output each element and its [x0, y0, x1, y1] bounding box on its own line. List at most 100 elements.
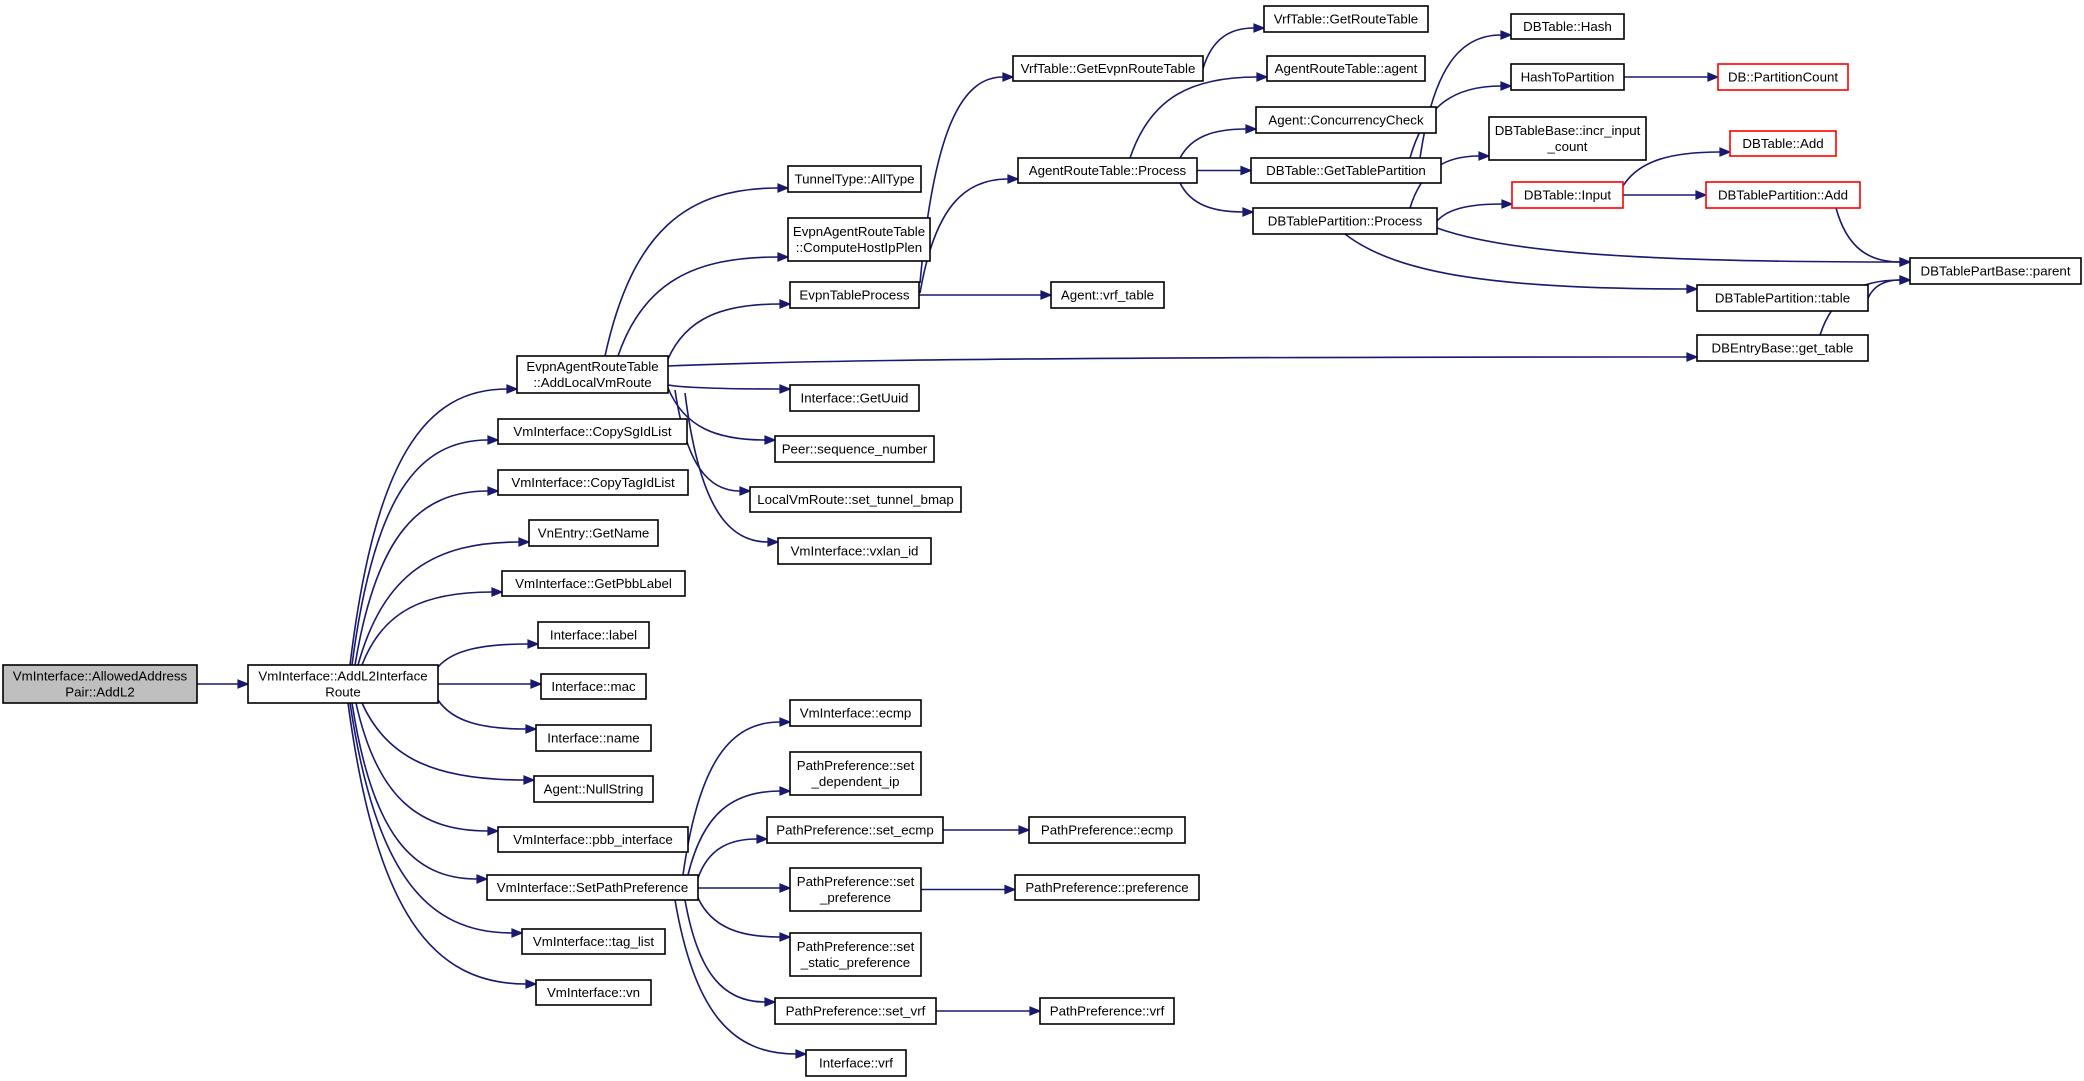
node-seqnum[interactable]: Peer::sequence_number: [774, 435, 935, 463]
node-label: Interface::mac: [551, 679, 636, 694]
node-getevpn[interactable]: VrfTable::GetEvpnRouteTable: [1012, 55, 1204, 82]
node-incr[interactable]: DBTableBase::incr_input_count: [1488, 116, 1647, 161]
node-setpref[interactable]: PathPreference::set_preference: [789, 867, 922, 912]
node-h2p[interactable]: HashToPartition: [1510, 63, 1625, 91]
node-vmvn[interactable]: VmInterface::vn: [535, 979, 652, 1006]
edge-dbtpproc-to-input: [1436, 203, 1503, 222]
node-artagent[interactable]: AgentRouteTable::agent: [1266, 55, 1426, 82]
node-label: PathPreference::ecmp: [1041, 823, 1173, 838]
edge-dbtpadd-to-parent: [1835, 207, 1901, 263]
node-box: [1017, 157, 1198, 184]
node-getroute[interactable]: VrfTable::GetRouteTable: [1263, 5, 1429, 33]
edge-evpnadd-to-computehost: [617, 256, 779, 357]
node-box: [1717, 63, 1849, 91]
node-copytag[interactable]: VmInterface::CopyTagIdList: [497, 469, 689, 496]
node-alltype[interactable]: TunnelType::AllType: [787, 165, 922, 193]
node-box: [535, 979, 652, 1006]
node-ifmac[interactable]: Interface::mac: [540, 673, 647, 700]
node-box: [1252, 207, 1438, 235]
node-setecmp[interactable]: PathPreference::set_ecmp: [766, 816, 944, 844]
node-ppvrf[interactable]: PathPreference::vrf: [1039, 997, 1175, 1025]
edge-setpp-to-vmecmp: [682, 721, 781, 876]
node-parent[interactable]: DBTablePartBase::parent: [1909, 257, 2082, 285]
node-ppecmp[interactable]: PathPreference::ecmp: [1028, 816, 1186, 844]
node-vmecmp[interactable]: VmInterface::ecmp: [789, 699, 922, 727]
node-ifname[interactable]: Interface::name: [535, 724, 652, 752]
node-pcount[interactable]: DB::PartitionCount: [1717, 63, 1849, 91]
node-ifvrf[interactable]: Interface::vrf: [805, 1049, 907, 1077]
call-edges: [197, 23, 1912, 1059]
node-dbtpproc[interactable]: DBTablePartition::Process: [1252, 207, 1438, 235]
node-conc[interactable]: Agent::ConcurrencyCheck: [1255, 106, 1437, 134]
node-iflabel[interactable]: Interface::label: [537, 621, 650, 649]
edge-setpp-to-ifvrf: [674, 899, 797, 1055]
edge-arrowhead: [1245, 124, 1258, 134]
edge-arrowhead: [530, 679, 543, 689]
node-evpnadd[interactable]: EvpnAgentRouteTable::AddLocalVmRoute: [516, 355, 669, 394]
node-nullstr[interactable]: Agent::NullString: [533, 775, 654, 803]
node-label: VmInterface::pbb_interface: [513, 832, 673, 847]
edge-arrowhead: [487, 486, 500, 496]
node-pppref[interactable]: PathPreference::preference: [1014, 874, 1200, 901]
node-setvrf[interactable]: PathPreference::set_vrf: [774, 997, 937, 1025]
node-box: [1909, 257, 2082, 285]
node-setdep[interactable]: PathPreference::set_dependent_ip: [789, 751, 922, 796]
node-setpp[interactable]: VmInterface::SetPathPreference: [486, 874, 699, 901]
node-artproc[interactable]: AgentRouteTable::Process: [1017, 157, 1198, 184]
node-gettp[interactable]: DBTable::GetTablePartition: [1250, 157, 1442, 184]
edge-arrowhead: [777, 183, 790, 193]
node-label: EvpnTableProcess: [799, 288, 909, 303]
node-vrftable[interactable]: Agent::vrf_table: [1050, 281, 1165, 309]
node-input[interactable]: DBTable::Input: [1511, 181, 1624, 209]
node-box: [789, 932, 922, 977]
node-getuuid[interactable]: Interface::GetUuid: [789, 384, 920, 412]
edge-setpp-to-setvrf: [684, 899, 766, 1003]
node-label: EvpnAgentRouteTable: [793, 224, 925, 239]
node-label: Pair::AddL2: [65, 685, 134, 700]
node-label: DBTablePartition::table: [1715, 291, 1850, 306]
edge-evpnadd-to-evpnproc: [667, 303, 781, 360]
node-label: VmInterface::vn: [547, 985, 640, 1000]
node-dbtpadd[interactable]: DBTablePartition::Add: [1705, 181, 1861, 209]
node-taglist[interactable]: VmInterface::tag_list: [521, 928, 666, 955]
node-box: [1050, 281, 1165, 309]
edge-dbtpproc-to-parent: [1436, 227, 1901, 263]
node-box: [535, 724, 652, 752]
node-copysg[interactable]: VmInterface::CopySgIdList: [497, 418, 688, 445]
edge-setpp-to-setstatic: [697, 897, 781, 938]
node-pbbif[interactable]: VmInterface::pbb_interface: [497, 826, 689, 853]
edge-arrowhead: [1240, 165, 1253, 176]
node-settunnel[interactable]: LocalVmRoute::set_tunnel_bmap: [749, 486, 962, 513]
node-box: [774, 435, 935, 463]
edge-arrowhead: [1002, 72, 1015, 82]
edge-arrowhead: [764, 435, 777, 445]
node-box: [486, 874, 699, 901]
node-evpnproc[interactable]: EvpnTableProcess: [789, 281, 920, 309]
node-hash[interactable]: DBTable::Hash: [1510, 13, 1625, 40]
edge-arrowhead: [779, 717, 792, 727]
node-gettable[interactable]: DBEntryBase::get_table: [1696, 334, 1869, 362]
node-box: [497, 826, 689, 853]
node-label: VmInterface::AllowedAddress: [13, 669, 188, 684]
node-box: [1250, 157, 1442, 184]
edge-arrowhead: [1686, 352, 1699, 362]
node-box: [528, 519, 659, 547]
node-setstatic[interactable]: PathPreference::set_static_preference: [789, 932, 922, 977]
node-pbblabel[interactable]: VmInterface::GetPbbLabel: [501, 570, 686, 597]
function-nodes: VmInterface::AllowedAddressPair::AddL2Vm…: [2, 5, 2082, 1077]
edge-arrowhead: [487, 435, 500, 445]
edge-arrowhead: [779, 932, 792, 942]
edge-arrowhead: [1707, 72, 1720, 82]
node-label: Route: [325, 685, 360, 700]
edge-arrowhead: [525, 979, 538, 989]
node-dbtptable[interactable]: DBTablePartition::table: [1696, 284, 1869, 312]
edge-arrowhead: [1007, 174, 1020, 184]
node-vxlan[interactable]: VmInterface::vxlan_id: [777, 537, 932, 565]
edge-addl2-to-copysg: [351, 439, 489, 666]
node-dbadd[interactable]: DBTable::Add: [1729, 130, 1837, 157]
node-computehost[interactable]: EvpnAgentRouteTable::ComputeHostIpPlen: [787, 217, 931, 262]
node-vnname[interactable]: VnEntry::GetName: [528, 519, 659, 547]
node-label: VmInterface::AddL2Interface: [258, 669, 427, 684]
node-label: PathPreference::set: [797, 758, 915, 773]
